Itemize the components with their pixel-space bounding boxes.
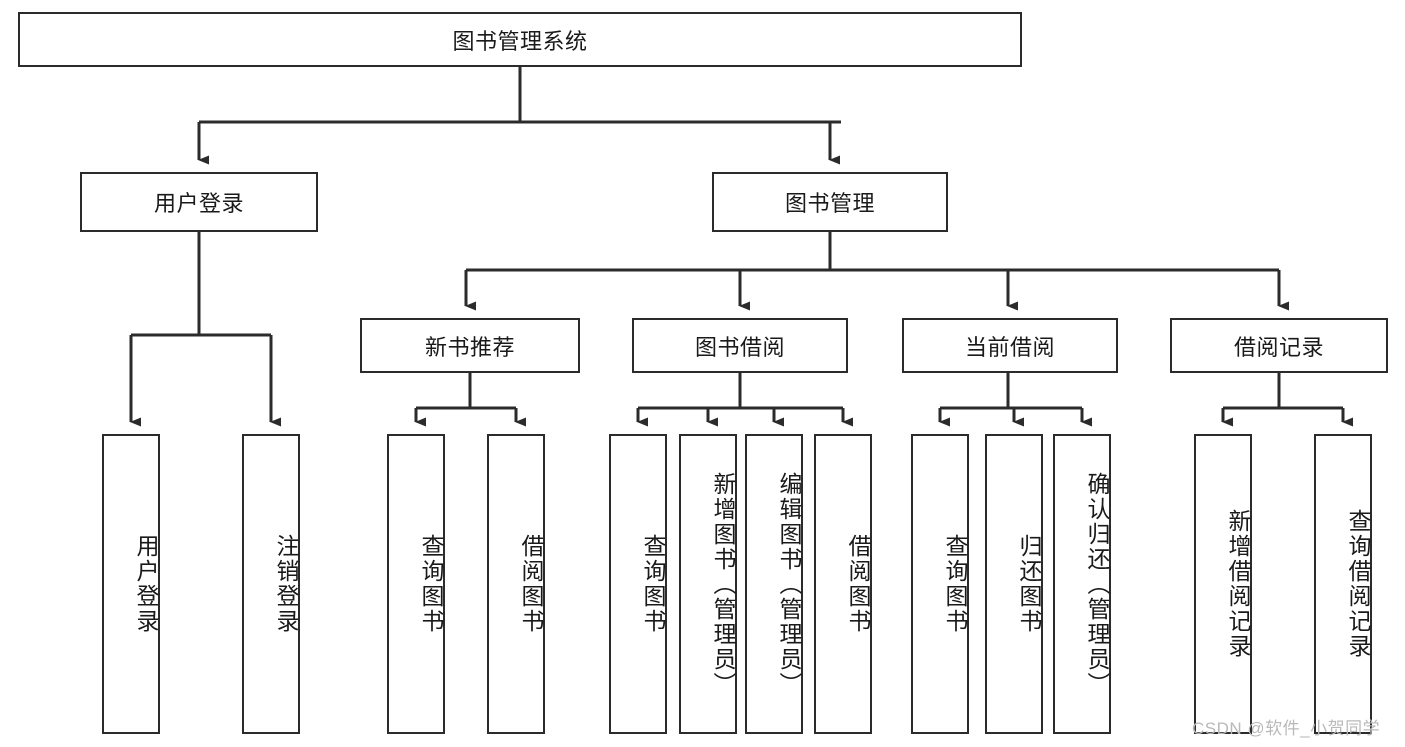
node-label: 用户登录 [133, 534, 159, 634]
node-label: 图书管理 [784, 191, 875, 216]
node-label: 编辑图书（管理员） [776, 471, 802, 697]
csdn-watermark: CSDN @软件_小贺同学 [1192, 719, 1381, 738]
leaf-borrow-book-recommend[interactable]: 借阅图书 [487, 434, 545, 734]
node-label: 查询借阅记录 [1345, 509, 1371, 659]
node-label: 图书管理系统 [452, 28, 588, 54]
leaf-edit-book-admin[interactable]: 编辑图书（管理员） [745, 434, 803, 734]
leaf-borrow-book[interactable]: 借阅图书 [814, 434, 872, 734]
node-borrow-record[interactable]: 借阅记录 [1170, 318, 1388, 373]
leaf-user-login[interactable]: 用户登录 [102, 434, 160, 734]
node-root-system[interactable]: 图书管理系统 [18, 12, 1022, 67]
node-label: 归还图书 [1016, 534, 1042, 634]
leaf-add-book-admin[interactable]: 新增图书（管理员） [679, 434, 737, 734]
node-book-borrow[interactable]: 图书借阅 [632, 318, 848, 373]
node-label: 借阅记录 [1233, 334, 1324, 360]
node-label: 当前借阅 [964, 334, 1055, 360]
node-label: 图书借阅 [694, 334, 785, 360]
leaf-query-book-current[interactable]: 查询图书 [911, 434, 969, 734]
leaf-query-book-recommend[interactable]: 查询图书 [387, 434, 445, 734]
node-label: 借阅图书 [845, 534, 871, 634]
node-label: 查询图书 [942, 534, 968, 634]
node-label: 确认归还（管理员） [1084, 471, 1110, 697]
leaf-query-book-borrow[interactable]: 查询图书 [609, 434, 667, 734]
node-book-management[interactable]: 图书管理 [712, 172, 948, 232]
leaf-query-borrow-record[interactable]: 查询借阅记录 [1314, 434, 1372, 734]
leaf-add-borrow-record[interactable]: 新增借阅记录 [1194, 434, 1252, 734]
node-label: 注销登录 [273, 534, 299, 634]
node-label: 新增借阅记录 [1225, 509, 1251, 659]
node-label: 用户登录 [153, 191, 244, 216]
leaf-logout[interactable]: 注销登录 [242, 434, 300, 734]
leaf-return-book[interactable]: 归还图书 [985, 434, 1043, 734]
node-label: 借阅图书 [518, 534, 544, 634]
node-label: 查询图书 [640, 534, 666, 634]
leaf-confirm-return-admin[interactable]: 确认归还（管理员） [1053, 434, 1111, 734]
node-label: 新书推荐 [424, 334, 515, 360]
node-user-login[interactable]: 用户登录 [80, 172, 318, 232]
node-label: 新增图书（管理员） [710, 471, 736, 697]
node-new-book-recommend[interactable]: 新书推荐 [360, 318, 580, 373]
node-current-borrow[interactable]: 当前借阅 [902, 318, 1118, 373]
node-label: 查询图书 [418, 534, 444, 634]
